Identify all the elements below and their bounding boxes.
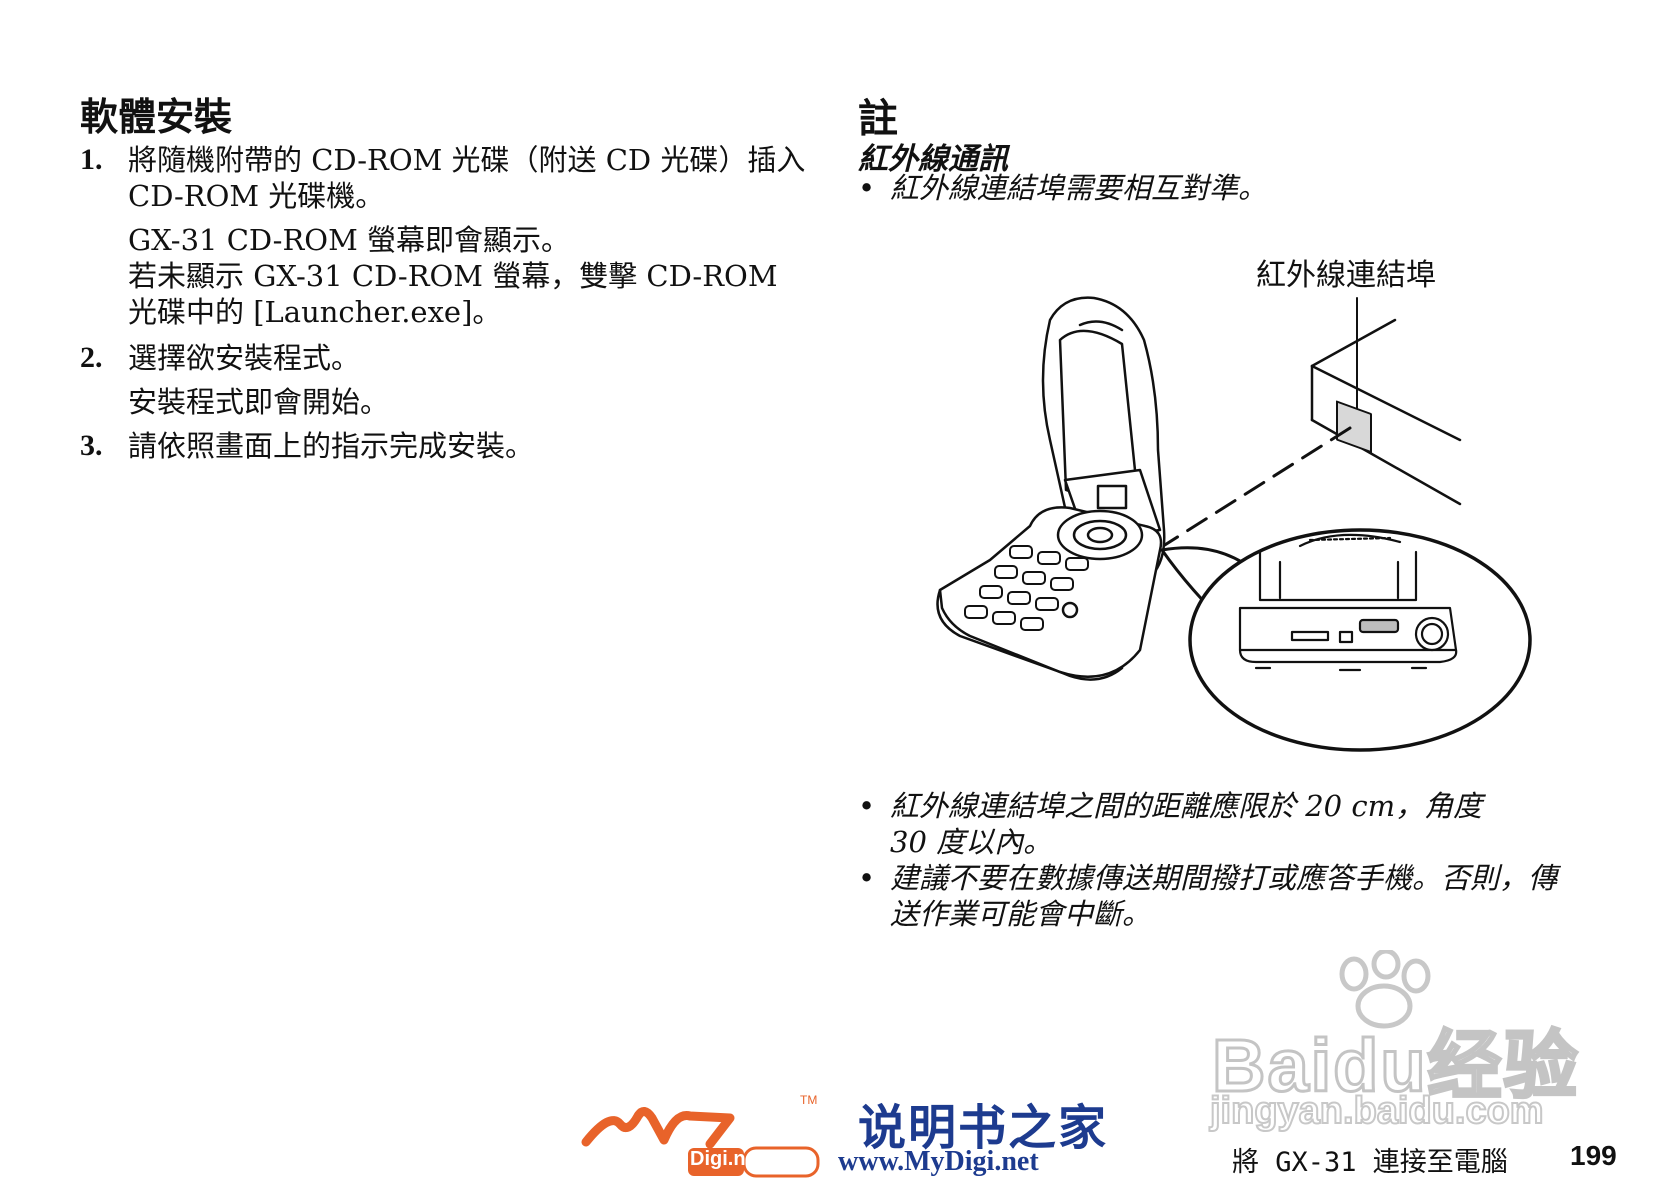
bullet-text: 紅外線連結埠需要相互對準。 [890,171,1268,205]
svg-text:TM: TM [800,1093,817,1107]
page-number: 199 [1570,1140,1617,1171]
bullet-dot: • [858,789,876,823]
step-2-result: 安裝程式即會開始。 [128,385,390,419]
phone [936,296,1166,681]
step-text: 請依照畫面上的指示完成安裝。 [128,429,535,463]
bullet-dot: • [858,171,876,205]
logo-title: 说明书之家 [858,1100,1109,1156]
step-1-result: GX-31 CD-ROM 螢幕即會顯示。 [128,223,570,257]
step-number: 3. [80,429,103,462]
mydigi-logo-graphic: TM [581,1093,820,1178]
note-heading: 註 [858,96,898,142]
paw-icon [1339,950,1431,1029]
footer-section-title: 將 GX-31 連接至電腦 [1232,1147,1508,1178]
section-heading: 軟體安裝 [80,95,233,139]
ir-phone-illustration [936,296,1532,752]
step-number: 1. [80,143,103,176]
bullet-text: 紅外線連結埠之間的距離應限於 20 cm，角度 30 度以內。 [890,789,1483,859]
bullet-dot: • [858,861,876,895]
baidu-watermark: Baidu经验 [1211,1023,1580,1109]
note-subheading: 紅外線通訊 [858,142,1008,177]
step-text: 將隨機附帶的 CD-ROM 光碟（附送 CD 光碟）插入 CD-ROM 光碟機。 [128,143,806,213]
mydigi-badge: Digi.net [690,1148,764,1170]
step-text: 選擇欲安裝程式。 [128,341,361,375]
step-number: 2. [80,341,103,374]
ir-port-label: 紅外線連結埠 [1256,258,1436,293]
logo-url: www.MyDigi.net [838,1146,1039,1177]
baidu-watermark-url: jingyan.baidu.com [1209,1089,1545,1133]
step-1-fallback: 若未顯示 GX-31 CD-ROM 螢幕，雙擊 CD-ROM 光碟中的 [Lau… [128,259,778,329]
target-device [1310,318,1462,506]
bullet-text: 建議不要在數據傳送期間撥打或應答手機。否則，傳送作業可能會中斷。 [890,861,1558,931]
